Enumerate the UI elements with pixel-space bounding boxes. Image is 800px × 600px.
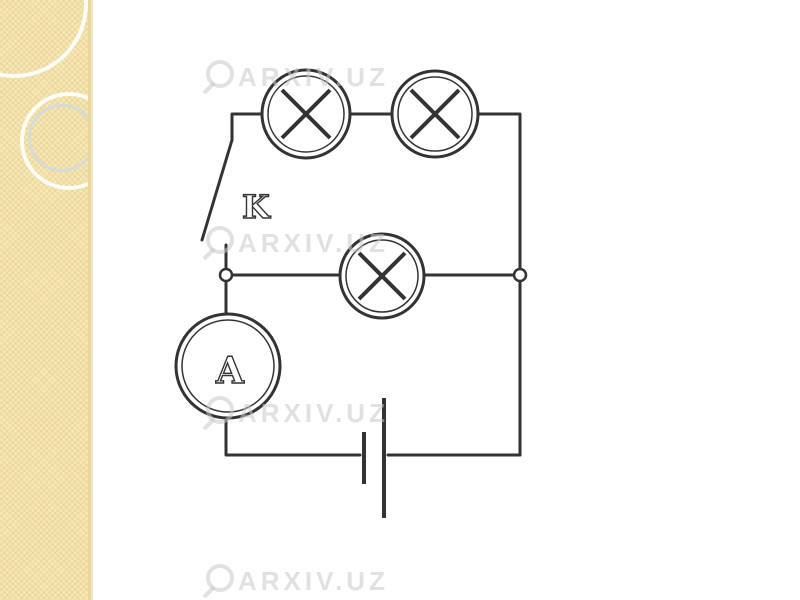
wire-top-left [230, 112, 264, 142]
magnifier-icon [206, 60, 234, 88]
junction-node-left [218, 267, 234, 283]
watermark-text: ARXIV.UZ [238, 62, 389, 92]
decorative-side-panel [0, 0, 91, 600]
watermark-text: ARXIV.UZ [238, 398, 389, 428]
ammeter-label: A [215, 349, 244, 392]
decorative-ring [28, 104, 88, 172]
wire-bottom-left [224, 410, 362, 457]
lamp-icon [260, 68, 352, 160]
magnifier-icon [206, 564, 234, 592]
battery-icon [362, 398, 386, 518]
lamp-icon [338, 232, 426, 320]
junction-node-right [512, 267, 528, 283]
lamp-icon [390, 69, 480, 159]
magnifier-icon [206, 226, 234, 254]
watermark-text: ARXIV.UZ [238, 228, 389, 258]
side-panel-edge [91, 0, 93, 600]
magnifier-icon [206, 396, 234, 424]
watermark-text: ARXIV.UZ [238, 566, 389, 596]
switch-label: K [241, 187, 270, 226]
wire-right-side [476, 112, 522, 457]
switch-blade [200, 138, 234, 242]
